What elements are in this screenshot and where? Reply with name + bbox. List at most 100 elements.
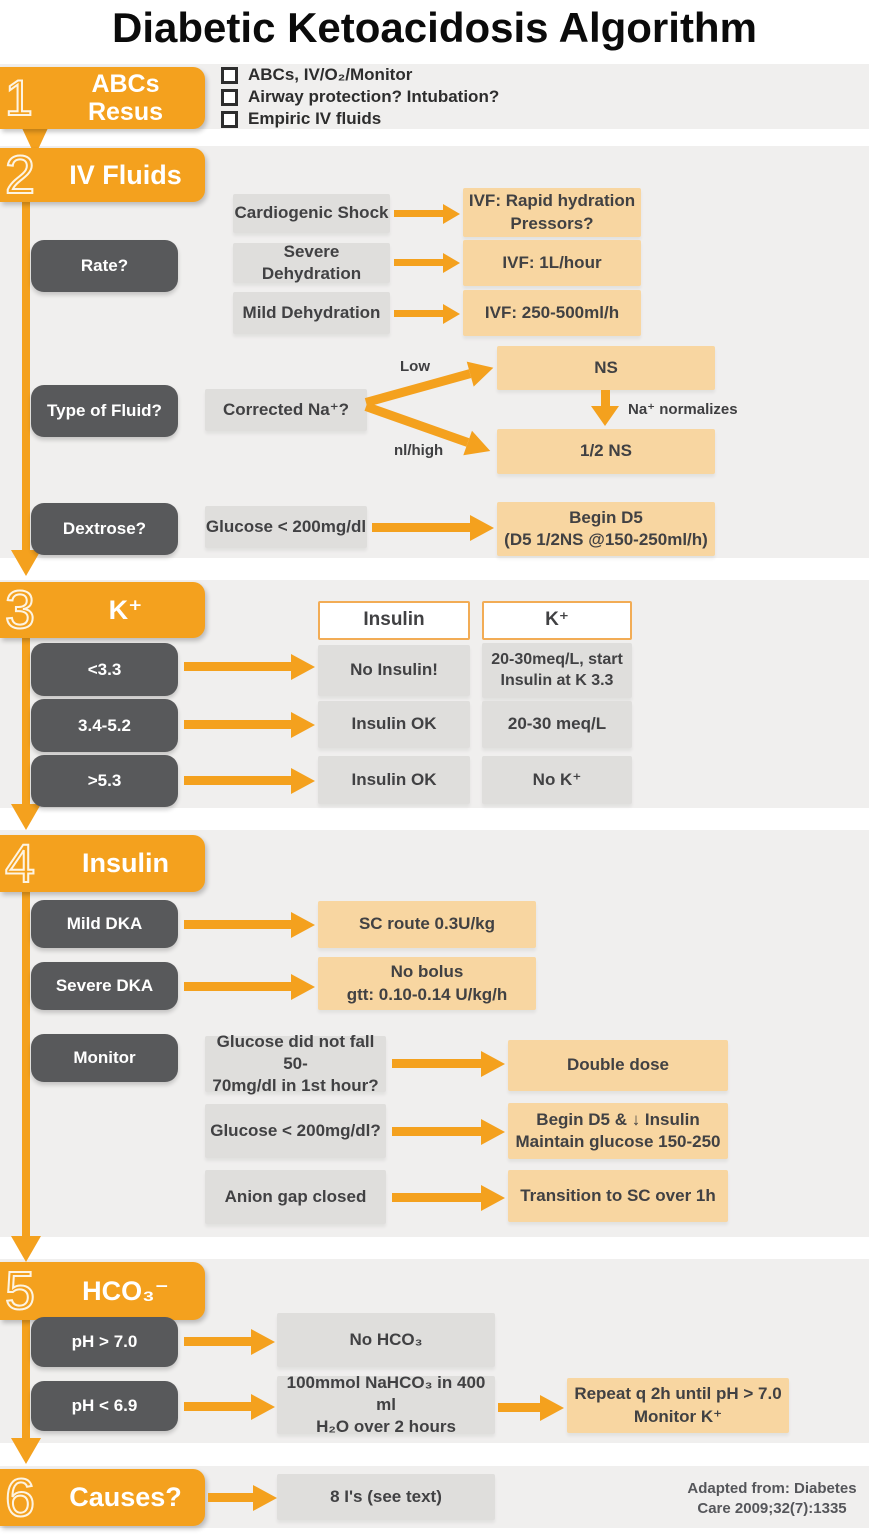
section-5-number: 5 <box>4 1261 36 1321</box>
source-credit-line1: Adapted from: Diabetes <box>687 1480 857 1497</box>
arrow-right-icon <box>498 1403 540 1412</box>
section-2-number: 2 <box>4 145 36 205</box>
result-line: gtt: 0.10-0.14 U/kg/h <box>346 984 508 1004</box>
label-na-normalizes: Na⁺ normalizes <box>628 401 738 418</box>
section-1-header: 1 ABCs Resus <box>0 67 205 129</box>
cell-insulin-ok: Insulin OK <box>318 701 470 748</box>
flow-down-arrowhead-2-3 <box>11 550 41 576</box>
section-1-label-line2: Resus <box>87 98 164 126</box>
result-sc-route: SC route 0.3U/kg <box>318 901 536 948</box>
arrow-right-icon <box>394 210 443 217</box>
section-2-label: IV Fluids <box>69 159 182 190</box>
section-6-number: 6 <box>4 1467 36 1528</box>
section-5-header: 5 HCO₃⁻ <box>0 1262 205 1320</box>
arrow-down-icon <box>601 390 610 407</box>
result-ivf-1l-hour: IVF: 1L/hour <box>463 240 641 286</box>
result-line: H₂O over 2 hours <box>316 1417 456 1437</box>
section-6-label: Causes? <box>69 1482 182 1513</box>
condition-anion-gap-closed: Anion gap closed <box>205 1170 386 1224</box>
ph-above-7-box: pH > 7.0 <box>31 1317 178 1367</box>
section-4-label: Insulin <box>82 848 169 879</box>
page-title: Diabetic Ketoacidosis Algorithm <box>112 4 757 51</box>
cell-k-replace-start: 20-30meq/L, start Insulin at K 3.3 <box>482 643 632 698</box>
condition-line: 70mg/dl in 1st hour? <box>212 1076 379 1096</box>
result-line: (D5 1/2NS @150-250ml/h) <box>504 530 708 549</box>
monitor-box: Monitor <box>31 1034 178 1082</box>
arrow-right-icon <box>372 523 470 532</box>
result-double-dose: Double dose <box>508 1040 728 1091</box>
k-range-high: >5.3 <box>31 755 178 807</box>
section-2-header: 2 IV Fluids <box>0 145 205 205</box>
result-no-bolus: No bolus gtt: 0.10-0.14 U/kg/h <box>318 957 536 1010</box>
checkbox-icon <box>221 66 238 84</box>
cell-no-k: No K⁺ <box>482 756 632 804</box>
mild-dka-box: Mild DKA <box>31 900 178 948</box>
dextrose-box: Dextrose? <box>31 503 178 555</box>
ph-below-69-box: pH < 6.9 <box>31 1381 178 1431</box>
result-nahco3-infusion: 100mmol NaHCO₃ in 400 ml H₂O over 2 hour… <box>277 1373 495 1436</box>
checklist-item-label: Airway protection? Intubation? <box>248 87 500 106</box>
resus-checklist: ABCs, IV/O₂/Monitor Airway protection? I… <box>221 64 499 130</box>
section-3-header: 3 K⁺ <box>0 582 205 638</box>
flow-line-section5 <box>22 1318 30 1438</box>
result-line: Repeat q 2h until pH > 7.0 <box>574 1384 782 1404</box>
source-credit-line2: Care 2009;32(7):1335 <box>697 1499 847 1517</box>
result-repeat-q2h: Repeat q 2h until pH > 7.0 Monitor K⁺ <box>567 1378 789 1433</box>
result-line: IVF: Rapid hydration <box>468 191 636 211</box>
cell-k-20-30: 20-30 meq/L <box>482 701 632 748</box>
arrow-right-icon <box>184 662 291 671</box>
result-half-ns: 1/2 NS <box>497 429 715 474</box>
severe-dka-box: Severe DKA <box>31 962 178 1010</box>
condition-mild-dehydration: Mild Dehydration <box>233 292 390 334</box>
result-transition-sc: Transition to SC over 1h <box>508 1170 728 1222</box>
section-1-label: ABCs Resus <box>88 70 163 126</box>
section-5-label: HCO₃⁻ <box>82 1275 169 1306</box>
arrow-right-icon <box>184 776 291 785</box>
arrow-right-icon <box>394 310 443 317</box>
result-line: Maintain glucose 150-250 <box>515 1132 721 1151</box>
section-6-header: 6 Causes? <box>0 1469 205 1526</box>
arrow-right-icon <box>184 1337 251 1346</box>
checklist-item: Airway protection? Intubation? <box>221 86 499 108</box>
branch-label-low: Low <box>400 358 430 375</box>
result-eight-is: 8 I's (see text) <box>277 1474 495 1520</box>
checklist-item-label: ABCs, IV/O₂/Monitor <box>248 65 413 84</box>
arrow-right-icon <box>392 1127 481 1136</box>
section-4-header: 4 Insulin <box>0 835 205 892</box>
k-range-mid: 3.4-5.2 <box>31 699 178 752</box>
column-header-insulin: Insulin <box>318 601 470 640</box>
section-1-label-line1: ABCs <box>91 70 160 98</box>
flow-line-section3 <box>22 636 30 804</box>
cell-insulin-ok: Insulin OK <box>318 756 470 804</box>
result-ivf-rapid-hydration: IVF: Rapid hydration Pressors? <box>463 188 641 237</box>
column-header-k: K⁺ <box>482 601 632 640</box>
condition-glucose-under-200: Glucose < 200mg/dl? <box>205 1104 386 1158</box>
checklist-item: Empiric IV fluids <box>221 108 499 130</box>
condition-glucose-not-falling: Glucose did not fall 50- 70mg/dl in 1st … <box>205 1032 386 1095</box>
condition-line: Glucose did not fall 50- <box>216 1031 375 1073</box>
flow-line-section2 <box>22 200 30 550</box>
condition-cardiogenic-shock: Cardiogenic Shock <box>233 194 390 233</box>
arrow-right-icon <box>392 1193 481 1202</box>
branch-label-nl-high: nl/high <box>394 442 444 459</box>
condition-glucose-200: Glucose < 200mg/dl <box>205 506 367 548</box>
flow-down-arrowhead-4-5 <box>11 1236 41 1262</box>
section-2-band <box>0 146 869 558</box>
arrow-right-icon <box>184 1402 251 1411</box>
rate-box: Rate? <box>31 240 178 292</box>
cell-no-insulin: No Insulin! <box>318 645 470 696</box>
result-begin-d5-lower-insulin: Begin D5 & ↓ Insulin Maintain glucose 15… <box>508 1103 728 1159</box>
k-range-low: <3.3 <box>31 643 178 696</box>
section-1-number: 1 <box>4 70 34 126</box>
checklist-item-label: Empiric IV fluids <box>248 109 382 128</box>
arrow-right-icon <box>184 982 291 991</box>
result-ns: NS <box>497 346 715 390</box>
cell-line: Insulin at K 3.3 <box>500 671 614 689</box>
arrow-right-icon <box>394 259 443 266</box>
section-4-band <box>0 830 869 1237</box>
checklist-item: ABCs, IV/O₂/Monitor <box>221 64 499 86</box>
arrow-down-icon <box>591 406 619 426</box>
cell-line: 20-30meq/L, start <box>491 650 623 668</box>
arrow-right-icon <box>184 920 291 929</box>
arrow-right-icon <box>208 1493 253 1502</box>
